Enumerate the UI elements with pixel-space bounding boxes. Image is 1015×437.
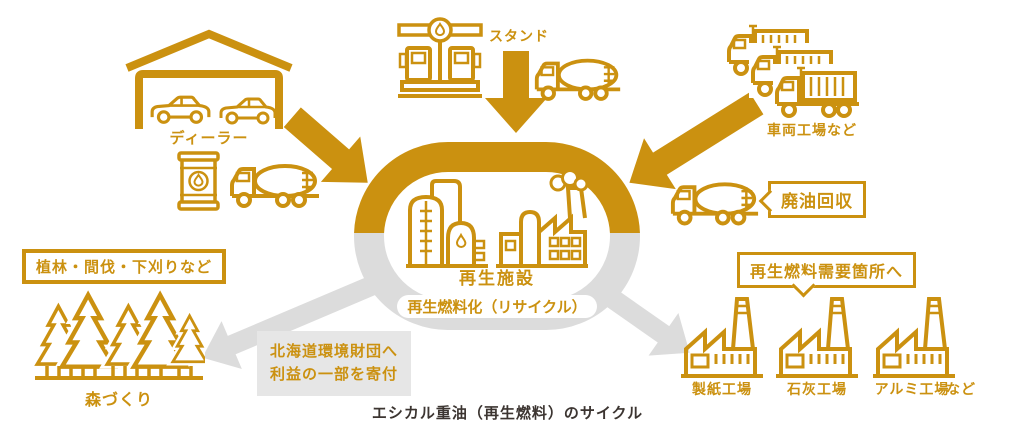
dump-trucks-icon [723,18,868,123]
tanker-truck-icon [227,152,323,210]
factory-label-paper: 製紙工場 [692,381,752,397]
oil-drum-icon [176,150,221,212]
waste-oil-bubble-label: 廃油回収 [781,192,853,211]
recycle-label: 再生燃料化（リサイクル） [397,295,597,318]
waste-oil-bubble: 廃油回収 [758,181,866,218]
forestry-badge: 植林・間伐・下刈りなど [22,249,227,284]
refinery-icon [404,173,490,269]
bubble-pointer-left [758,189,782,212]
donation-line1: 北海道環境財団へ [270,343,399,360]
factory-chimney-icon [678,291,766,379]
flow-arrow-to-forest [192,257,392,381]
factory-label-aluminum: アルミ工場 [874,381,950,397]
forest-icon [33,286,205,386]
factory-smoke-icon [494,170,590,269]
flow-arrow-trucks-to-facility [613,78,772,208]
demand-bubble-label: 再生燃料需要箇所へ [750,264,904,281]
gas-station-icon [396,16,484,100]
tanker-truck-icon [668,170,762,228]
factory-label-lime: 石灰工場 [787,381,847,397]
facility-label: 再生施設 [459,269,535,288]
diagram-caption: エシカル重油（再生燃料）のサイクル [371,405,644,422]
factory-chimney-icon [773,291,861,379]
donation-line2: 利益の一部を寄付 [270,366,399,384]
forest-label: 森づくり [84,392,153,409]
recycle-label-wrap: 再生燃料化（リサイクル） [352,295,642,318]
tanker-truck-icon [532,47,624,103]
flow-arrow-dealer-to-facility [273,95,388,206]
vehicle-factory-label: 車両工場など [767,122,857,138]
dealer-label: ディーラー [169,130,249,147]
demand-bubble: 再生燃料需要箇所へ [737,252,917,298]
garage-icon [123,28,295,134]
stand-label: スタンド [489,28,549,44]
factories-etc-label: など [946,381,976,397]
factory-chimney-icon [870,291,958,379]
donation-box: 北海道環境財団へ 利益の一部を寄付 [257,331,412,396]
flow-arrow-stand-to-facility [485,51,547,133]
